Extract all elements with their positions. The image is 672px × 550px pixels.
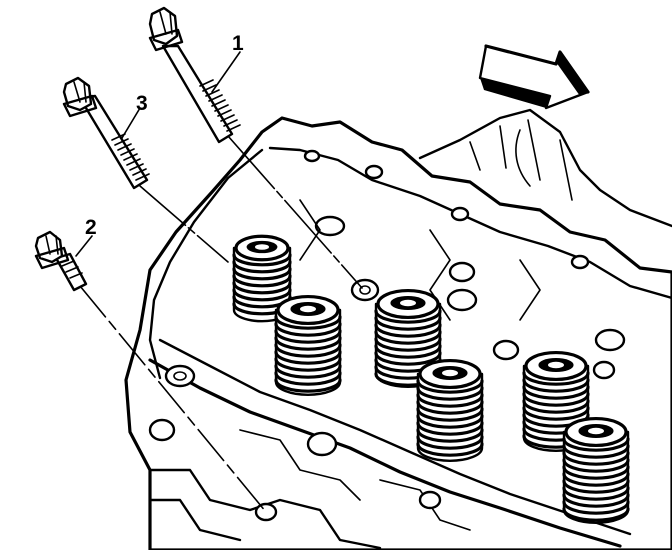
callout-leaders <box>75 51 241 257</box>
front-arrow-icon <box>478 44 590 110</box>
callout-2: 2 <box>85 216 97 239</box>
bolt-2 <box>34 230 267 513</box>
bolt-1 <box>148 6 363 289</box>
bolt-3-threads <box>111 133 150 181</box>
bolt-3 <box>62 76 229 263</box>
callout-3: 3 <box>136 92 148 115</box>
bolt-1-threads <box>199 79 241 132</box>
callout-1: 1 <box>232 32 244 55</box>
valve-spring <box>562 416 630 524</box>
valve-springs <box>232 234 630 524</box>
valve-spring <box>274 294 342 396</box>
valve-spring <box>416 358 484 462</box>
